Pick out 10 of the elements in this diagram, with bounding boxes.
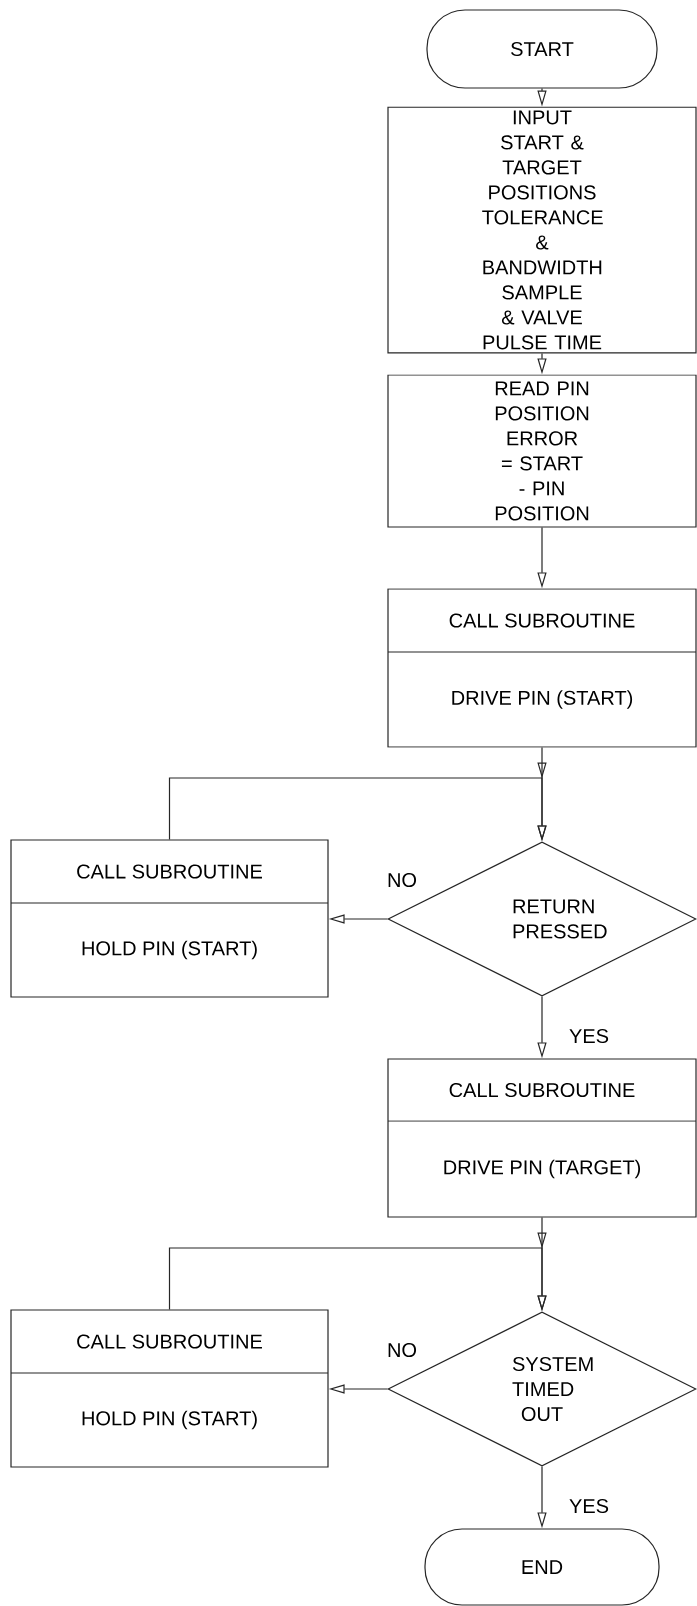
edge-label: YES bbox=[568, 1027, 610, 1045]
edge-label: YES bbox=[568, 1497, 610, 1515]
process-box: READ PIN POSITION ERROR = START - PIN POSITION bbox=[387, 374, 697, 528]
subroutine-box: CALL SUBROUTINE HOLD PIN (START) bbox=[10, 839, 329, 998]
subroutine-box: CALL SUBROUTINE HOLD PIN (START) bbox=[10, 1309, 329, 1468]
subroutine-box: CALL SUBROUTINE DRIVE PIN (TARGET) bbox=[387, 1058, 697, 1218]
process-box: INPUT START & TARGET POSITIONS TOLERANCE & BANDWIDTH SAMPLE & VALVE PULSE TIME bbox=[387, 106, 697, 354]
edge-label: NO bbox=[386, 1341, 418, 1359]
edge-label: NO bbox=[386, 871, 418, 889]
subroutine-box: CALL SUBROUTINE DRIVE PIN (START) bbox=[387, 588, 697, 748]
